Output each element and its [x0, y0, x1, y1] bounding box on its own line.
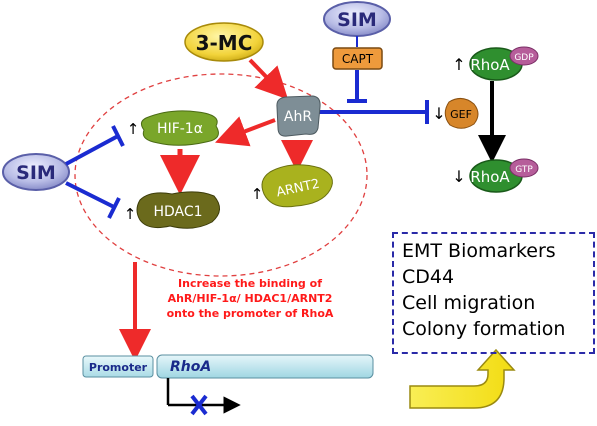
promoter-label: Promoter	[89, 361, 148, 374]
binding-note-line-1: Increase the binding of	[178, 277, 322, 290]
gef-down-arrow: ↓	[432, 104, 445, 123]
outcome-item: Colony formation	[402, 318, 566, 340]
hif1a-node: HIF-1α	[140, 110, 219, 146]
sim-inhibits-hdac1	[65, 181, 121, 219]
3mc-to-ahr-arrow	[248, 58, 289, 100]
sim-top-node: SIM	[323, 1, 391, 37]
ahr-to-hif-arrow	[215, 116, 276, 147]
rhoa-gdp-up-arrow: ↑	[452, 55, 465, 74]
binding-note: Increase the binding of AhR/HIF-1α/ HDAC…	[150, 276, 350, 321]
hdac1-up-arrow: ↑	[124, 205, 137, 223]
rhoa-gtp-down-arrow: ↓	[452, 167, 465, 186]
binding-note-line-2: AhR/HIF-1α/ HDAC1/ARNT2	[167, 292, 333, 305]
ahr-label: AhR	[284, 109, 312, 125]
sim-left-node: SIM	[2, 153, 70, 191]
rhoa-gene-bar: RhoA	[156, 354, 374, 379]
sim-top-label: SIM	[337, 9, 377, 31]
gef-label: GEF	[450, 108, 472, 121]
capt-node: CAPT	[332, 47, 383, 70]
gtp-label: GTP	[515, 165, 533, 175]
capt-inhibits-gef	[318, 70, 429, 124]
sim-left-label: SIM	[16, 162, 56, 184]
capt-label: CAPT	[342, 52, 374, 66]
ahr-node: AhR	[276, 95, 321, 137]
gef-node: GEF	[444, 98, 479, 129]
promoter-box: Promoter	[82, 355, 154, 378]
outcome-item: Cell migration	[402, 292, 536, 314]
sim-inhibits-hif1a	[65, 125, 125, 166]
arnt2-up-arrow: ↑	[251, 185, 264, 203]
rhoa-gene-label: RhoA	[170, 359, 211, 375]
binding-note-line-3: onto the promoter of RhoA	[166, 307, 334, 320]
outcome-item: CD44	[402, 266, 455, 288]
rhoa-gtp-node: RhoA GTP	[469, 158, 539, 193]
hif1a-label: HIF-1α	[157, 121, 203, 137]
hif1a-up-arrow: ↑	[127, 120, 140, 138]
outcomes-box: EMT Biomarkers CD44 Cell migration Colon…	[392, 232, 595, 354]
hdac1-label: HDAC1	[153, 204, 202, 220]
rhoa-gdp-label: RhoA	[470, 56, 510, 74]
transcription-blocked-arrow	[166, 378, 241, 416]
hdac1-node: HDAC1	[136, 191, 220, 229]
3mc-label: 3-MC	[196, 31, 253, 55]
gdp-label: GDP	[514, 53, 534, 63]
complex-region-ellipse	[74, 73, 368, 277]
3mc-node: 3-MC	[184, 22, 264, 62]
arnt2-node: ARNT2	[261, 164, 333, 208]
outcome-item: EMT Biomarkers	[402, 240, 556, 262]
rhoa-gdp-node: RhoA GDP	[469, 46, 539, 81]
rhoa-gtp-label: RhoA	[470, 168, 510, 186]
yellow-outcome-arrow	[409, 348, 516, 409]
